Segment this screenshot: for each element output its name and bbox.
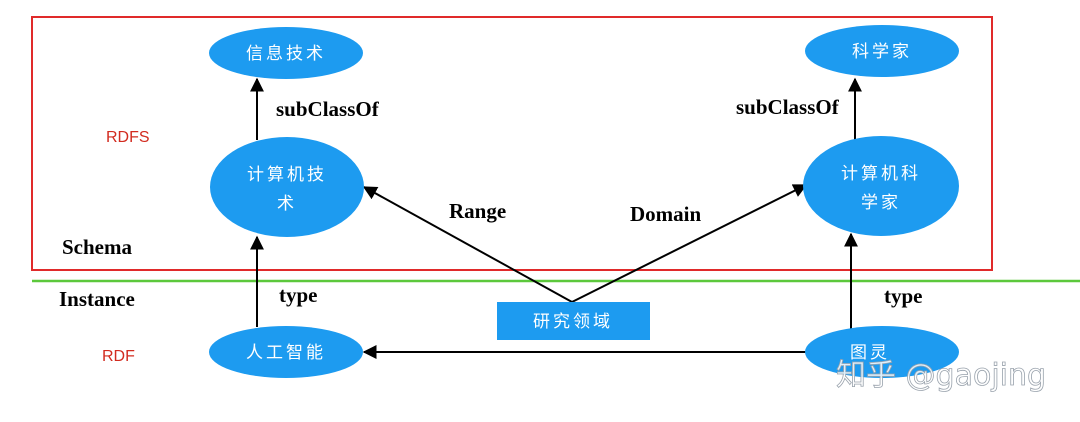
svg-text:计算机技: 计算机技 [247, 165, 327, 185]
svg-text:学家: 学家 [861, 193, 901, 213]
node-cs-scientist: 计算机科 学家 [803, 136, 959, 236]
instance-label: Instance [59, 287, 135, 311]
svg-text:图灵: 图灵 [850, 343, 890, 363]
domain-label: Domain [630, 202, 701, 226]
range-label: Range [449, 199, 506, 223]
rdfs-label: RDFS [106, 129, 150, 146]
svg-text:术: 术 [277, 194, 297, 214]
svg-text:科学家: 科学家 [852, 42, 912, 62]
rdf-label: RDF [102, 348, 135, 365]
svg-text:人工智能: 人工智能 [246, 343, 326, 363]
subclass-left-label: subClassOf [276, 97, 380, 121]
node-scientist: 科学家 [805, 25, 959, 77]
svg-text:信息技术: 信息技术 [246, 44, 326, 64]
edge-range [362, 186, 573, 303]
schema-label: Schema [62, 235, 132, 259]
type-right-label: type [884, 284, 923, 308]
svg-text:计算机科: 计算机科 [841, 164, 921, 184]
node-info-tech: 信息技术 [209, 27, 363, 79]
node-turing: 图灵 [805, 326, 959, 378]
svg-text:研究领域: 研究领域 [533, 312, 613, 332]
subclass-right-label: subClassOf [736, 95, 840, 119]
watermark-text: 知乎 @gaojing [836, 358, 1046, 393]
node-cs-tech: 计算机技 术 [210, 137, 364, 237]
node-research-field: 研究领域 [497, 302, 650, 340]
schema-region-border [31, 16, 993, 271]
node-ai: 人工智能 [209, 326, 363, 378]
type-left-label: type [279, 283, 318, 307]
edge-domain [571, 184, 808, 303]
